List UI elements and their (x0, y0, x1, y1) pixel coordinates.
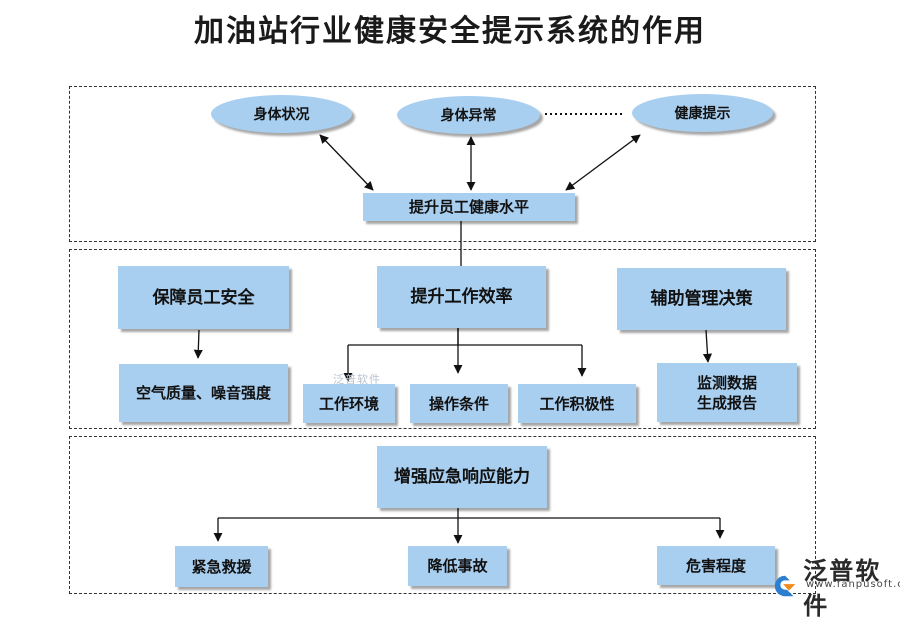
node-body-abnormal: 身体异常 (397, 96, 540, 134)
node-air-noise: 空气质量、噪音强度 (119, 364, 288, 422)
node-body-status: 身体状况 (211, 95, 352, 133)
node-operation: 操作条件 (410, 384, 508, 423)
node-emergency-response: 增强应急响应能力 (377, 446, 547, 508)
node-hazard-level: 危害程度 (657, 546, 775, 585)
section-health-frame (69, 86, 816, 242)
arrow-body-status (319, 134, 374, 191)
watermark-logo: 泛普软件 (333, 371, 381, 387)
brand-logo-icon (774, 575, 796, 597)
arrow-health-tips (565, 134, 641, 191)
node-motivation: 工作积极性 (518, 384, 636, 423)
section-efficiency-frame (69, 249, 816, 429)
section-emergency-frame (69, 436, 816, 594)
node-work-env: 工作环境 (303, 384, 395, 423)
brand-logo-url: www.fanpusoft.com (806, 579, 900, 590)
node-monitor-report-line2: 生成报告 (696, 393, 757, 412)
node-improve-efficiency: 提升工作效率 (377, 266, 546, 328)
page-title: 加油站行业健康安全提示系统的作用 (194, 14, 706, 49)
node-monitor-report-line1: 监测数据 (696, 373, 757, 392)
node-monitor-report: 监测数据 生成报告 (657, 363, 797, 422)
node-reduce-accidents: 降低事故 (408, 546, 507, 586)
node-ensure-safety: 保障员工安全 (118, 266, 289, 329)
arrow-safety-child (193, 329, 203, 359)
node-emergency-rescue: 紧急救援 (175, 546, 268, 587)
connector-lines (193, 113, 725, 544)
watermark-text: 泛普软件 (333, 373, 381, 386)
arrow-decision-child (702, 329, 713, 363)
node-assist-decision: 辅助管理决策 (617, 268, 786, 330)
node-health-tips: 健康提示 (632, 94, 773, 132)
node-improve-health: 提升员工健康水平 (363, 193, 575, 221)
